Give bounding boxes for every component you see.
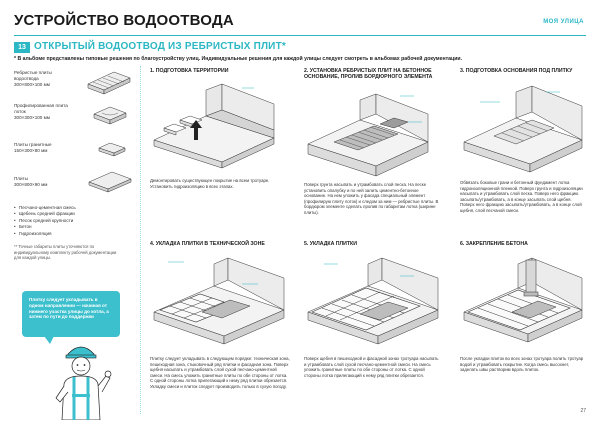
brand-label: МОЯ УЛИЦА [543,19,584,25]
legend-item-ribbed-slab: Ребристые плиты водоотвода 300×800×100 м… [14,70,66,88]
material-item: Песчано-цементная смесь [14,205,76,212]
step-3-caption: Обвязать боковые грани и бетонный фундам… [460,180,583,213]
legend-size: 300×800×100 мм [14,82,50,87]
step-5-title: 5. УКЛАДКА ПЛИТКИ [304,241,357,247]
album-note: * В альбоме представлены типовые решения… [14,56,463,62]
legend-label: Плиты гранитные [14,142,52,147]
step-2-illustration [307,93,429,177]
material-item: Бетон [14,224,76,231]
step-1-illustration [153,83,275,169]
step-3-illustration [463,85,583,173]
page-header: УСТРОЙСТВО ВОДООТВОДА МОЯ УЛИЦА [14,12,586,34]
step-2-title: 2. УСТАНОВКА РЕБРИСТЫХ ПЛИТ НА БЕТОННОЕ … [304,68,433,80]
dimension-note: ** Точные габариты плиты уточняются по и… [14,244,117,261]
slab-icon [88,171,132,193]
step-5-caption: Поверх щебня в пешеходной и фасадной зон… [304,356,439,378]
step-1-title: 1. ПОДГОТОВКА ТЕРРИТОРИИ [150,68,229,74]
legend-label: Ребристые плиты водоотвода [14,70,52,81]
step-1-caption: Демонтировать существующее покрытие на в… [150,178,270,189]
page-number: 27 [580,408,586,414]
step-4-illustration [153,257,285,345]
legend-item-granite-slab: Плиты гранитные 150×300×80 мм [14,142,52,154]
step-3-title: 3. ПОДГОТОВКА ОСНОВАНИЯ ПОД ПЛИТКУ [460,68,573,74]
legend-size: 300×800×90 мм [14,182,48,187]
legend-label: Профилированная плита лоток [14,103,68,114]
tip-bubble: Плитку следует укладывать в одном направ… [22,291,120,337]
legend-item-tray-slab: Профилированная плита лоток 300×300×100 … [14,103,70,121]
tray-slab-icon [93,106,127,125]
legend-size: 150×300×80 мм [14,148,48,153]
legend-label: Плиты [14,176,28,181]
material-item: Песок средней крупности [14,218,76,225]
step-6-title: 6. ЗАКРЕПЛЕНИЕ БЕТОНА [460,241,528,247]
column-divider [140,66,141,414]
step-4-title: 4. УКЛАДКА ПЛИТКИ В ТЕХНИЧЕСКОЙ ЗОНЕ [150,241,265,247]
page-title: УСТРОЙСТВО ВОДООТВОДА [14,12,234,29]
material-item: Гидроизоляция [14,231,76,238]
granite-slab-icon [98,142,126,157]
material-item: Щебень средней фракции [14,211,76,218]
legend-size: 300×300×100 мм [14,115,50,120]
section-number: 13 [14,42,30,53]
section-title: ОТКРЫТЫЙ ВОДООТВОД ИЗ РЕБРИСТЫХ ПЛИТ* [34,41,286,52]
step-6-illustration [463,257,583,343]
materials-list: Песчано-цементная смесь Щебень средней ф… [14,205,76,237]
header-rule [14,35,586,36]
step-2-caption: Поверх грунта насыпать и утрамбовать сло… [304,182,439,215]
bubble-tail-icon [44,336,54,344]
worker-illustration [55,346,112,420]
step-6-caption: После укладки плиток во всех зонах троту… [460,356,584,373]
step-4-caption: Плитку следует укладывать в следующем по… [150,356,290,389]
step-5-illustration [307,257,439,345]
legend-item-slab: Плиты 300×800×90 мм [14,176,47,188]
ribbed-slab-icon [87,71,131,95]
